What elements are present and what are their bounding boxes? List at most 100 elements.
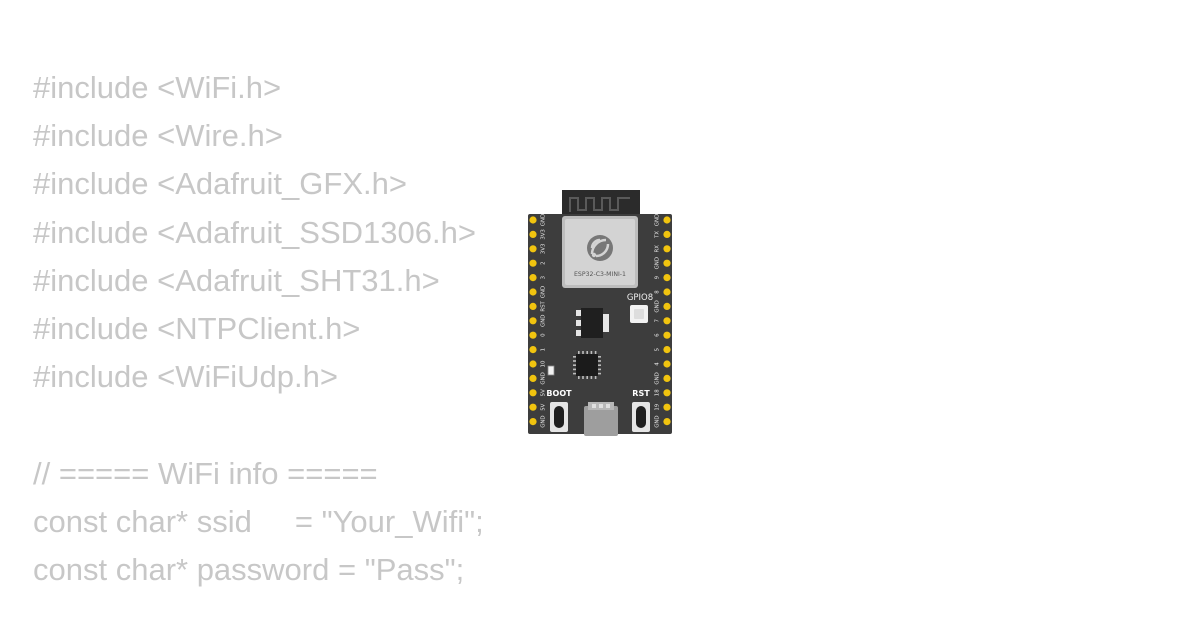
regulator-pin [576,310,582,316]
right-pin-pad [663,403,671,411]
left-pin-header [529,216,537,426]
code-line-2: #include <Wire.h> [33,118,283,154]
left-pin-label: 3V3 [541,244,547,255]
left-pin-pad [529,317,537,325]
chip-pin [594,351,597,354]
left-pin-label: GND [541,286,547,298]
regulator-pin [576,320,582,326]
right-pin-label: 9 [655,275,661,279]
code-line-3: #include <Adafruit_GFX.h> [33,166,407,202]
right-pin-pad [663,360,671,368]
left-pin-pad [529,230,537,238]
boot-button[interactable] [554,406,564,428]
right-pin-pad [663,259,671,267]
chip-pin [578,351,580,354]
led-label: GPIO8 [627,293,653,303]
chip-pin [586,351,588,354]
right-pin-label: GND [655,214,661,226]
usb-connector [584,406,618,436]
right-pin-pad [663,389,671,397]
right-pin-header [663,216,671,426]
right-pin-label: 18 [655,389,661,396]
left-pin-pad [529,259,537,267]
usb-contact [599,404,603,408]
chip-pin [578,376,580,379]
module-label: ESP32-C3-MINI-1 [574,271,626,278]
rst-button[interactable] [636,406,646,428]
left-pin-label: GND [541,372,547,384]
right-pin-pad [663,418,671,426]
chip-pin [598,356,601,358]
boot-label: BOOT [546,389,572,398]
left-pin-label: 10 [541,360,547,367]
right-pin-label: 7 [655,319,661,322]
right-pin-label: 8 [655,290,661,294]
code-line-8 [33,401,484,449]
right-pin-label: 19 [655,403,661,410]
left-pin-label: RST [541,300,547,311]
chip-pin [573,360,576,362]
right-pin-pad [663,245,671,253]
gpio8-led-lens [634,309,644,319]
right-pin-label: GND [655,415,661,427]
antenna-trace-icon [569,197,630,212]
code-line-9: // ===== WiFi info ===== [33,455,378,491]
code-line-4: #include <Adafruit_SSD1306.h> [33,214,476,250]
chip-pin [573,368,576,371]
code-line-10: const char* ssid = "Your_Wifi"; [33,503,484,539]
usb-contact [592,404,596,408]
left-pin-pad [529,360,537,368]
chip-pin [573,356,576,358]
right-pin-pad [663,288,671,296]
left-pin-label: GND [541,315,547,327]
chip-pin [586,376,588,379]
chip-pin [573,372,576,375]
right-pin-pad [663,331,671,339]
code-block: #include <WiFi.h> #include <Wire.h> #inclu… [33,64,484,594]
code-line-6: #include <NTPClient.h> [33,310,361,346]
right-pin-label: GND [655,257,661,269]
right-pin-pad [663,346,671,354]
code-line-1: #include <WiFi.h> [33,70,282,105]
left-pin-pad [529,418,537,426]
regulator-pin [576,330,582,336]
chip-pin [598,368,601,371]
chip-pin [582,351,584,354]
left-pin-pad [529,274,537,282]
left-pin-pad [529,288,537,296]
smd-resistor [547,365,555,376]
right-pin-label: TX [655,231,661,239]
right-pin-label: 4 [655,362,661,366]
right-pin-pad [663,317,671,325]
right-pin-pad [663,216,671,224]
chip-pin [590,351,593,354]
espressif-logo-icon [587,235,613,261]
usb-chip-pins [573,351,601,379]
left-pin-pad [529,389,537,397]
left-pin-label: GND [541,214,547,226]
right-pin-pad [663,274,671,282]
left-pin-label: 0 [541,333,547,337]
chip-pin [594,376,597,379]
left-pin-pad [529,245,537,253]
left-pin-label: 2 [541,261,547,264]
left-pin-pad [529,302,537,310]
right-pin-label: 6 [655,333,661,337]
left-pin-pad [529,331,537,339]
left-pin-pad [529,346,537,354]
left-pin-label: 5V [541,403,547,410]
left-pin-pad [529,374,537,382]
voltage-regulator [581,308,603,338]
chip-pin [573,364,576,366]
left-pin-label: 3V3 [541,229,547,240]
chip-pin [582,376,584,379]
right-pin-label: GND [655,300,661,312]
usb-bridge-chip [576,354,598,376]
left-pin-pad [529,403,537,411]
right-pin-label: RX [655,245,661,253]
